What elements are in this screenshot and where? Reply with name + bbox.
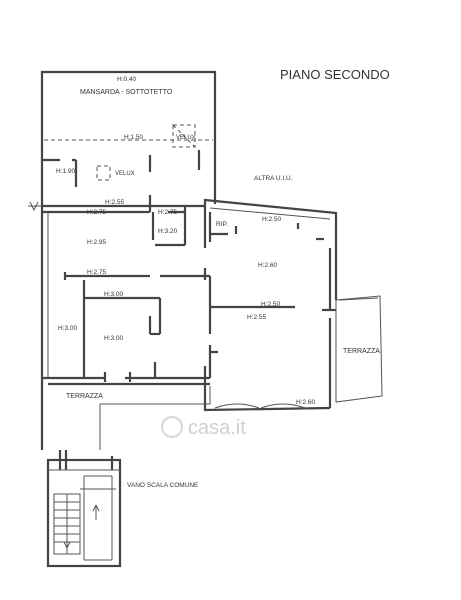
apartment-walls xyxy=(40,195,338,412)
height-label: H:2.95 xyxy=(87,239,107,246)
height-label: H:2.60 xyxy=(258,262,278,269)
height-label: H:2.75 xyxy=(87,269,107,276)
height-label: H:1.90 xyxy=(56,168,76,175)
height-label: H:2.60 xyxy=(296,399,316,406)
velux-window-1-cross xyxy=(172,124,196,148)
room-label-mansarda: MANSARDA - SOTTOTETTO xyxy=(80,89,173,96)
terrazza-right-outline xyxy=(335,295,383,403)
break-mark xyxy=(28,201,42,212)
room-label-velux: VELUX xyxy=(115,171,135,177)
room-label-altra-uiu: ALTRA U.I.U. xyxy=(254,175,293,182)
velux-window-1 xyxy=(172,124,196,148)
height-label: H:0.40 xyxy=(117,76,137,83)
height-label: H:2.50 xyxy=(261,301,281,308)
mansarda-walls xyxy=(40,70,217,208)
plan-title: PIANO SECONDO xyxy=(280,67,390,82)
height-label: H:3.00 xyxy=(104,335,124,342)
height-label: H:3.00 xyxy=(58,325,78,332)
watermark-logo: casa.it xyxy=(161,416,246,439)
height-label: H:1.50 xyxy=(124,134,144,141)
watermark-text: casa.it xyxy=(188,417,246,439)
height-label: H:3.00 xyxy=(104,291,124,298)
height-label: H:2.75 xyxy=(158,209,178,216)
height-label: H:2.55 xyxy=(105,199,125,206)
height-label: H:2.75 xyxy=(87,209,107,216)
room-label-velux: VELUX xyxy=(176,135,196,141)
velux-window-2 xyxy=(96,165,111,181)
height-label: H:2.50 xyxy=(262,216,282,223)
height-label: H:2.55 xyxy=(247,314,267,321)
room-label-vano-scala: VANO SCALA COMUNE xyxy=(127,482,199,489)
room-label-terrazza-left: TERRAZZA xyxy=(66,393,103,400)
height-label: H:3.20 xyxy=(158,228,178,235)
room-label-terrazza: TERRAZZA xyxy=(343,348,380,355)
room-label-rip: RIP. xyxy=(216,221,228,228)
stairwell xyxy=(46,450,122,568)
terrazza-left-walls xyxy=(40,382,211,450)
